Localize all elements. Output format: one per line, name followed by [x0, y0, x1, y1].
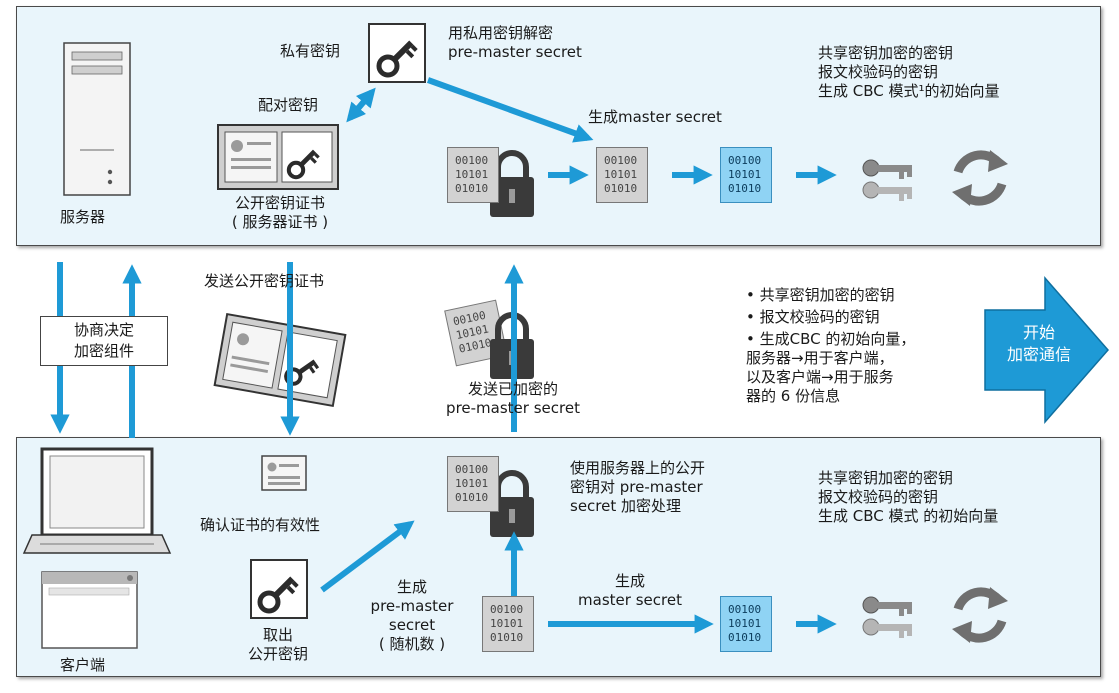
refresh-icon: [952, 587, 1008, 643]
server-icon: [63, 42, 131, 196]
browser-window-icon: [41, 571, 138, 649]
certificate-icon: [217, 124, 339, 190]
info-item: • 报文校验码的密钥: [746, 308, 880, 326]
info-item: • 生成CBC 的初始向量， 服务器→用于客户端， 以及客户端→用于服务 器的 …: [746, 330, 916, 405]
start-encrypted-label: 开始 加密通信: [1006, 323, 1071, 364]
premaster-block: 00100 10101 01010: [596, 147, 648, 203]
key-pair-icon: [862, 596, 913, 639]
encrypted-premaster-icon: 00100 10101 01010: [444, 299, 534, 379]
private-key-icon: [368, 23, 426, 83]
refresh-icon: [952, 150, 1008, 206]
pair-key-label: 配对密钥: [258, 96, 319, 114]
small-certificate-icon: [261, 455, 307, 491]
decrypt-label: 用私用密钥解密 pre-master secret: [448, 24, 582, 61]
pair-key-arrow: [346, 87, 376, 123]
cert-label: 公开密钥证书 ( 服务器证书 ): [231, 194, 329, 231]
client-keys-text: 共享密钥加密的密钥 报文校验码的密钥 生成 CBC 模式 的初始向量: [818, 469, 999, 525]
private-key-label: 私有密钥: [280, 42, 341, 60]
server-label: 服务器: [60, 208, 106, 226]
laptop-icon: [22, 447, 172, 554]
info-list: • 共享密钥加密的密钥 • 报文校验码的密钥 • 生成CBC 的初始向量， 服务…: [746, 286, 976, 406]
negotiate-label: 协商决定 加密组件: [40, 316, 168, 366]
public-key-icon: [250, 559, 308, 619]
take-key-arrow: [320, 520, 415, 593]
client-label: 客户端: [60, 656, 106, 674]
premaster-block: 00100 10101 01010: [482, 596, 534, 652]
verify-cert-label: 确认证书的有效性: [200, 516, 321, 534]
master-secret-block: 00100 10101 01010: [720, 596, 772, 652]
client-panel: [16, 437, 1101, 677]
gen-master-label: 生成master secret: [588, 108, 722, 126]
client-gen-master-label: 生成 master secret: [578, 572, 682, 609]
info-item: • 共享密钥加密的密钥: [746, 286, 895, 304]
certificate-in-transit-icon: [213, 312, 347, 408]
encrypt-label: 使用服务器上的公开 密钥对 pre-master secret 加密处理: [570, 459, 706, 515]
encrypted-premaster-block: 00100 10101 01010: [447, 456, 499, 512]
decrypt-arrow: [426, 77, 594, 143]
encrypted-premaster-block: 00100 10101 01010: [447, 147, 499, 203]
take-key-label: 取出 公开密钥: [247, 626, 308, 663]
master-secret-block: 00100 10101 01010: [720, 147, 772, 203]
key-pair-icon: [862, 159, 913, 202]
send-encrypted-label: 发送已加密的 pre-master secret: [446, 380, 580, 417]
start-encrypted-arrow: [984, 276, 1109, 424]
gen-premaster-label: 生成 pre-master secret ( 随机数 ): [370, 578, 454, 653]
server-keys-text: 共享密钥加密的密钥 报文校验码的密钥 生成 CBC 模式¹的初始向量: [818, 44, 1000, 100]
send-cert-label: 发送公开密钥证书: [204, 272, 325, 290]
